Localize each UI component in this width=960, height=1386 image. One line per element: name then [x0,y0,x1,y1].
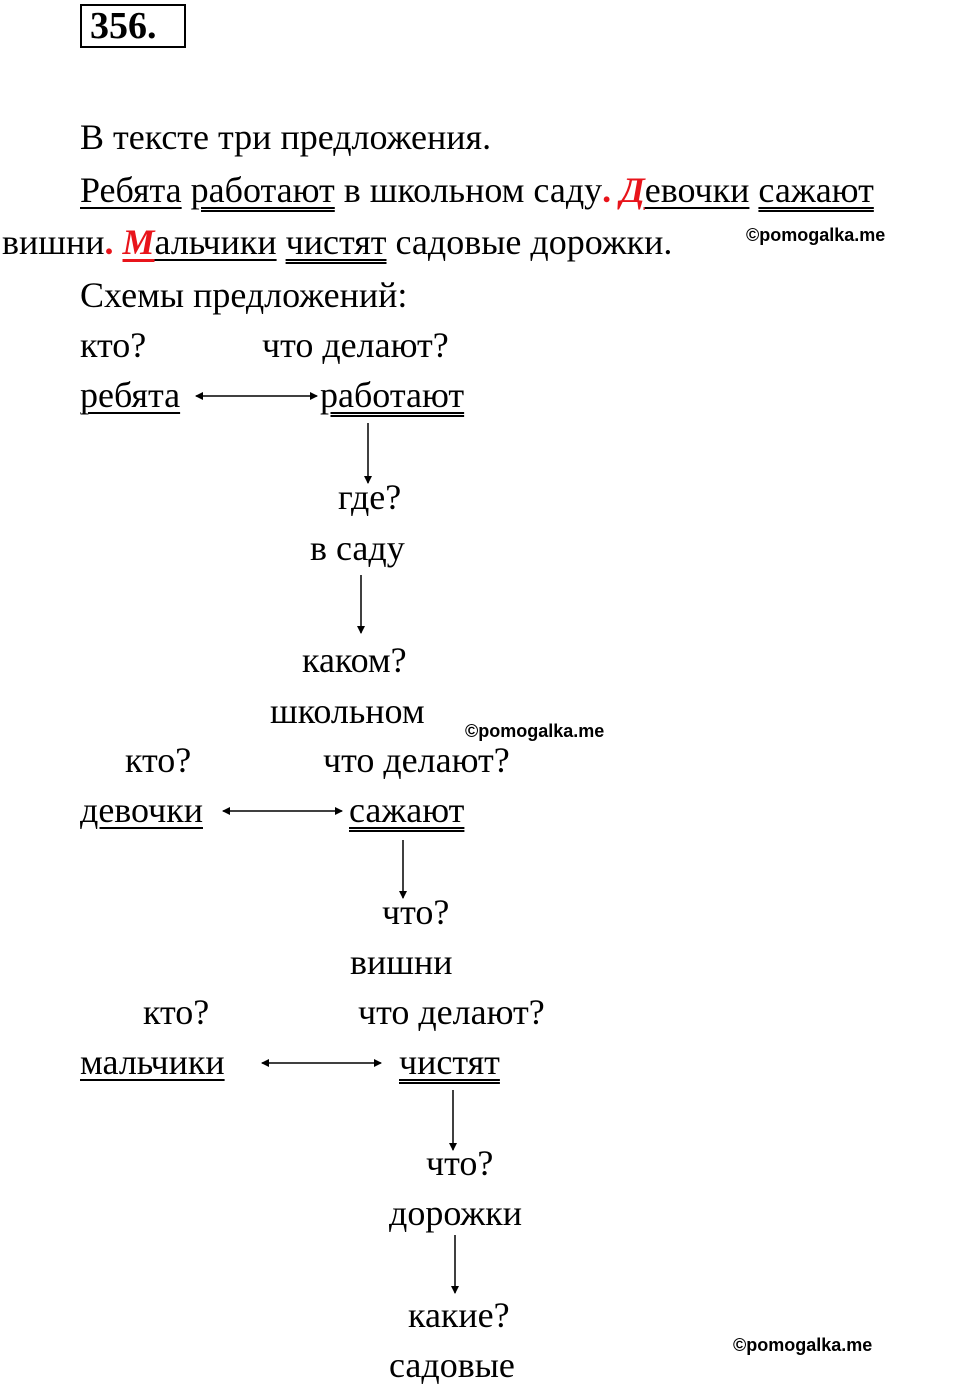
watermark: ©pomogalka.me [733,1335,873,1355]
scheme-subject: девочки [80,790,203,830]
period-mark: . [104,222,114,262]
predicate-sazhayut: сажают [758,170,874,210]
subject-malchiki: альчики [154,222,277,262]
watermark: ©pomogalka.me [746,225,886,245]
sentence-text: в школьном саду [334,170,603,210]
question-subject: кто? [80,325,147,365]
scheme-word: школьном [270,691,425,731]
scheme-predicate: работают [320,375,465,415]
predicate-chistyat: чистят [285,222,387,262]
scheme-word: садовые [389,1345,515,1385]
predicate-rabotayut: работают [190,170,335,210]
question-predicate: что делают? [358,992,545,1032]
question-which: каком? [302,640,407,680]
watermark: ©pomogalka.me [465,721,605,741]
question-subject: кто? [125,740,192,780]
scheme-word: вишни [350,942,453,982]
question-subject: кто? [143,992,210,1032]
subject-rebyata: Ребята [80,170,182,210]
question-what: что? [382,892,450,932]
subject-devochki: евочки [644,170,750,210]
scheme-subject: мальчики [80,1042,225,1082]
question-predicate: что делают? [262,325,449,365]
scheme-predicate: сажают [349,790,465,830]
capital-letter-m: М [122,222,155,262]
scheme-word: дорожки [389,1193,523,1233]
question-predicate: что делают? [323,740,510,780]
schemes-heading: Схемы предложений: [80,275,408,315]
sentence-line-2: вишни. Мальчики чистят садовые дорожки. [2,221,672,263]
sentence-line-1: Ребята работают в школьном саду. Девочки… [80,169,874,211]
capital-letter-d: Д [620,170,645,210]
exercise-number: 356. [80,4,186,48]
question-what: что? [426,1143,494,1183]
sentence-text: садовые дорожки. [386,222,673,262]
intro-text: В тексте три предложения. [80,117,492,157]
period-mark: . [602,170,612,210]
scheme-predicate: чистят [399,1042,500,1082]
sentence-text: вишни [2,222,105,262]
scheme-subject: ребята [80,375,181,415]
question-which: какие? [408,1295,510,1335]
scheme-word: в саду [310,528,405,568]
